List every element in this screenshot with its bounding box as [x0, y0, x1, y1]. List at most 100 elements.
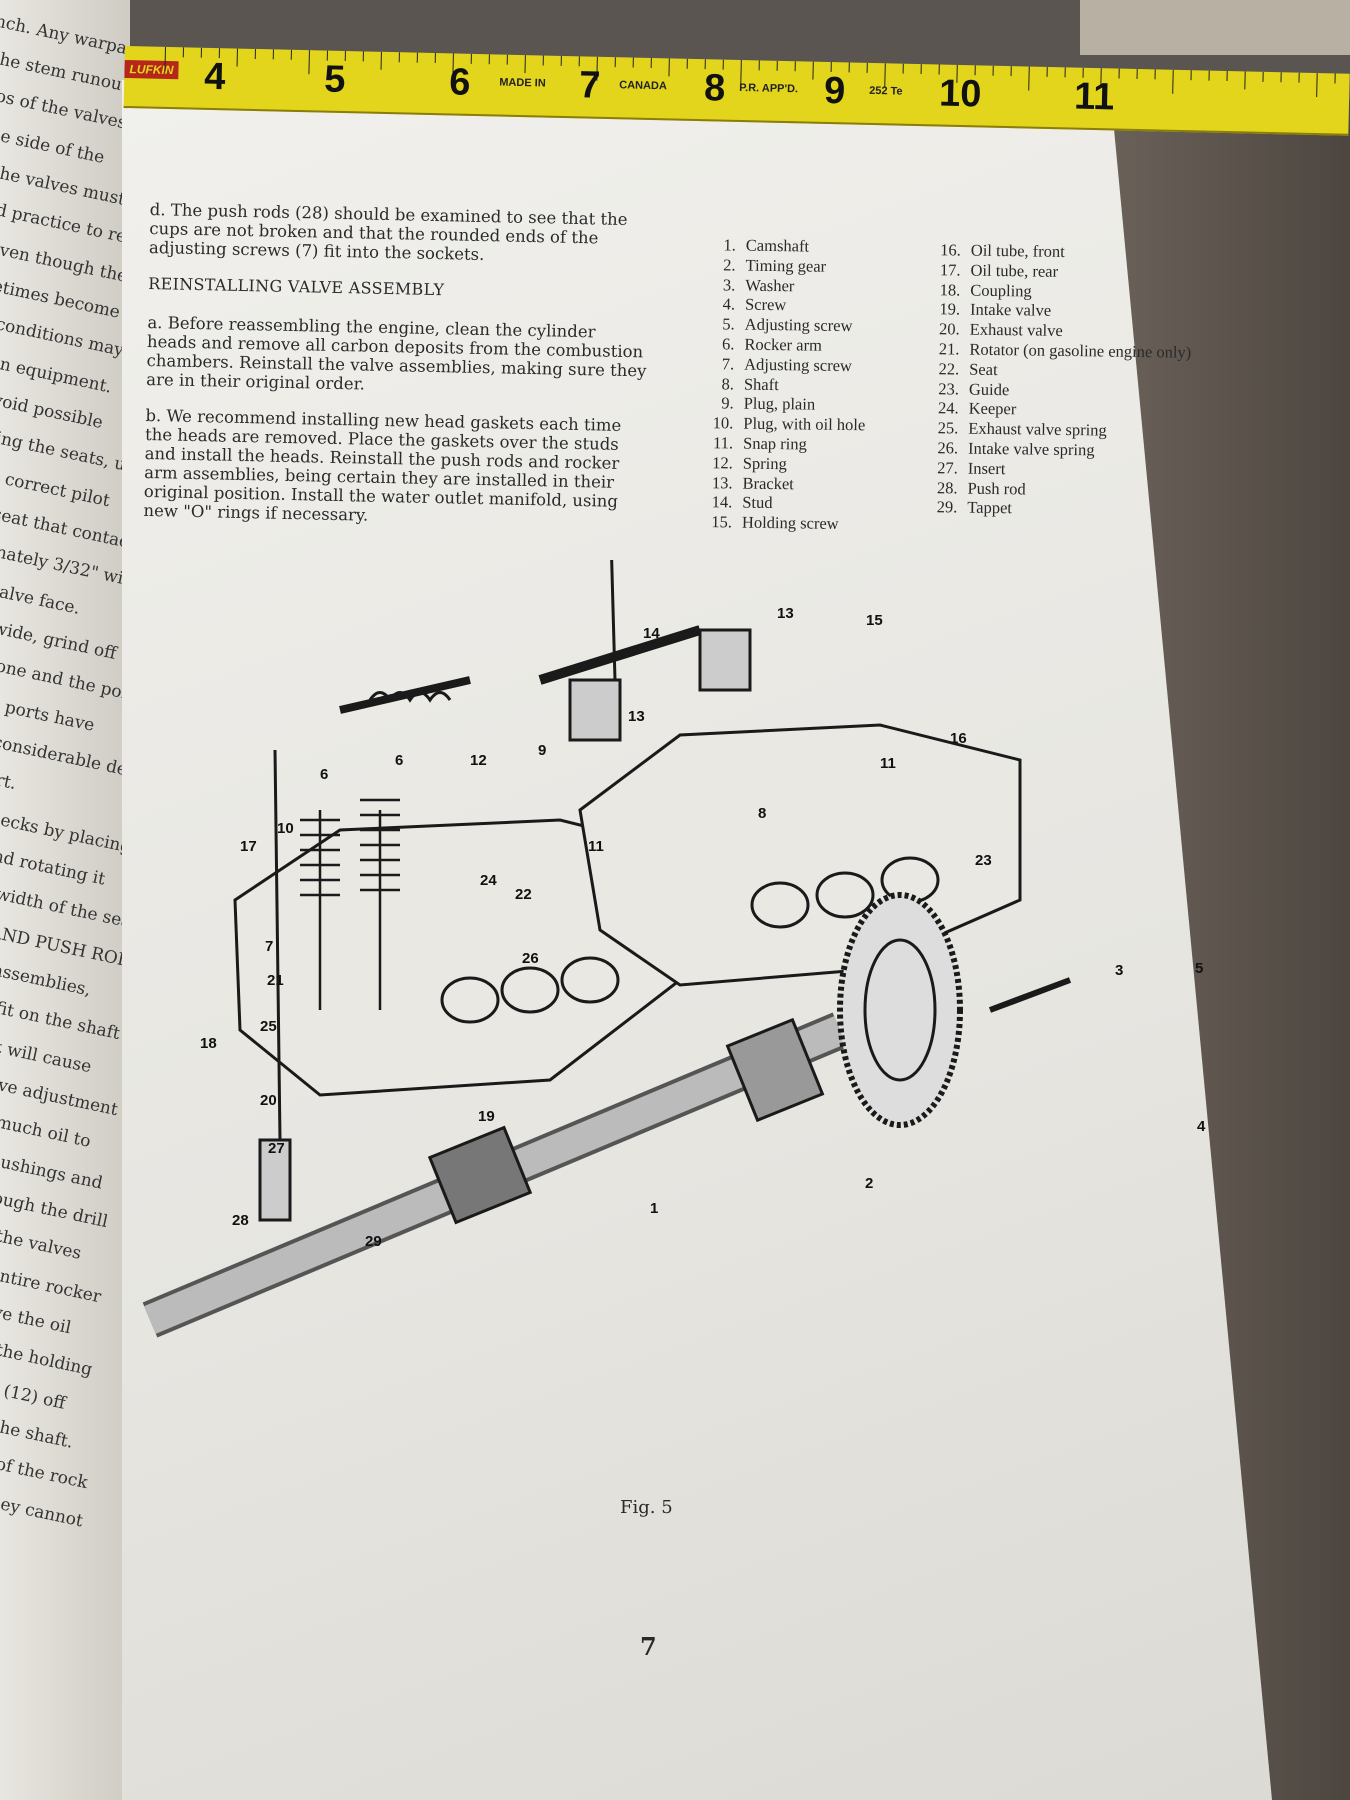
tape-tick — [632, 57, 634, 68]
tape-number: 5 — [323, 58, 346, 102]
part-number: 9. — [721, 393, 734, 413]
part-name: Rotator (on gasoline engine only) — [969, 339, 1192, 362]
left-page-fragment: one and the port — [0, 656, 130, 706]
part-number: 29. — [936, 497, 958, 517]
tape-tick — [686, 58, 688, 69]
tape-tick — [902, 63, 904, 74]
part-name: Coupling — [970, 280, 1032, 301]
tape-tick — [866, 62, 868, 73]
callout: 13 — [628, 708, 645, 725]
left-page-fragment: os of the valves — [0, 86, 129, 134]
left-page-fragment: e correct pilot — [0, 466, 112, 512]
part-name: Spring — [742, 453, 787, 473]
callout: 3 — [1115, 962, 1124, 979]
tape-tick — [542, 55, 544, 66]
tape-tick — [1208, 70, 1210, 81]
part-number: 12. — [712, 452, 733, 473]
part-name: Washer — [745, 275, 795, 295]
tape-tick — [1298, 72, 1300, 83]
tape-tick — [1010, 66, 1012, 77]
left-page-fragment: fit on the shaft — [0, 998, 122, 1045]
callout: 7 — [265, 938, 274, 955]
part-name: Push rod — [967, 478, 1026, 498]
part-name: Intake valve spring — [967, 438, 1095, 460]
left-page-fragment: wide, grind off — [0, 618, 119, 664]
tape-tick — [380, 51, 382, 70]
part-number: 21. — [938, 339, 960, 359]
tape-tick — [254, 48, 256, 59]
tape-tick — [506, 54, 508, 65]
tape-number: 11 — [1073, 75, 1115, 119]
part-name: Guide — [968, 379, 1010, 399]
part-name: Keeper — [968, 399, 1017, 419]
part-name: Plug, plain — [743, 394, 816, 414]
part-number: 13. — [711, 472, 733, 493]
callout: 2 — [865, 1175, 874, 1192]
parts-list-item: 29. Tappet — [921, 497, 1189, 521]
callout: 16 — [950, 730, 967, 747]
callout: 18 — [200, 1035, 217, 1052]
callout: 10 — [277, 820, 294, 837]
tape-number: 8 — [703, 67, 726, 110]
parts-list-item: 2.Timing gear — [699, 255, 867, 277]
tape-tick — [1226, 71, 1228, 82]
callout: 14 — [643, 625, 660, 642]
part-number: 27. — [937, 457, 958, 478]
part-number: 4. — [722, 294, 736, 314]
parts-list-item: 3.Washer — [699, 275, 867, 297]
callout: 27 — [268, 1140, 285, 1157]
part-number: 1. — [723, 235, 736, 255]
tape-tick — [290, 49, 292, 60]
left-page-fragment: etimes become — [0, 276, 122, 323]
parts-list-item: 6.Rocker arm — [698, 334, 866, 356]
tape-tick — [1028, 66, 1030, 91]
parts-list-item: 12. Spring — [697, 453, 865, 475]
tape-tick — [668, 58, 670, 77]
cardboard-box — [1080, 0, 1350, 55]
left-page-fragment: conditions may — [0, 314, 126, 361]
tape-number: 7 — [578, 64, 601, 107]
part-name: Bracket — [742, 473, 794, 493]
part-name: Oil tube, front — [970, 240, 1065, 261]
part-name: Shaft — [743, 374, 779, 394]
tape-tick — [470, 53, 472, 64]
part-number: 6. — [721, 334, 735, 354]
parts-list-item: 5.Adjusting screw — [699, 314, 867, 336]
part-name: Timing gear — [745, 255, 827, 276]
callout: 11 — [588, 838, 604, 855]
body-text: d. The push rods (28) should be examined… — [143, 200, 650, 547]
tape-tick — [434, 53, 436, 64]
tape-number: 4 — [203, 55, 226, 99]
tape-tick — [1136, 68, 1138, 79]
part-name: Adjusting screw — [744, 314, 853, 336]
parts-list-item: 11.Snap ring — [697, 433, 865, 455]
part-name: Exhaust valve — [969, 319, 1063, 341]
tape-tick — [920, 64, 922, 75]
callout: 5 — [1195, 960, 1204, 977]
tape-number: 9 — [823, 69, 846, 113]
part-name: Tappet — [967, 497, 1013, 518]
paragraph-b: b. We recommend installing new head gask… — [143, 405, 622, 525]
tape-tick — [1154, 69, 1156, 80]
left-page-fragment: rt. — [0, 770, 19, 795]
part-name: Adjusting screw — [744, 354, 853, 375]
left-page-fragment: s (12) off — [0, 1378, 68, 1414]
tape-tick — [812, 61, 814, 80]
part-number: 24. — [937, 398, 959, 418]
left-page-fragment: the holding — [0, 1340, 94, 1381]
part-number: 8. — [721, 373, 735, 394]
part-number: 15. — [711, 512, 733, 532]
exploded-diagram: 1 2 3 4 5 6 6 7 8 9 10 11 11 12 13 13 14… — [140, 499, 1240, 1600]
left-page-fragment: AND PUSH ROD — [0, 922, 130, 972]
paragraph-a: a. Before reassembling the engine, clean… — [146, 312, 647, 394]
tape-tick — [848, 62, 850, 73]
part-number: 25. — [937, 418, 959, 438]
tape-tick — [884, 63, 886, 88]
callout: 25 — [260, 1018, 277, 1035]
part-number: 7. — [721, 354, 735, 374]
tape-tick — [794, 61, 796, 72]
callout: 19 — [478, 1108, 495, 1125]
tape-tick — [1172, 69, 1174, 94]
left-page-fragment: hey cannot — [0, 1492, 85, 1532]
